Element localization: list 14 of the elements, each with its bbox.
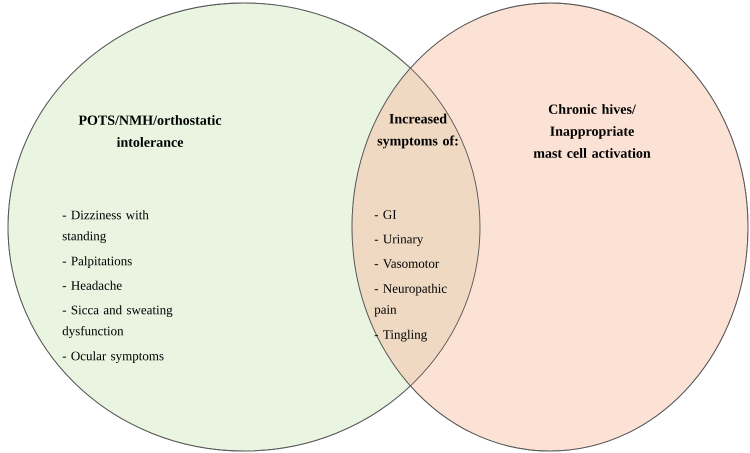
list-item: - Urinary [374,234,424,246]
list-item: - Vasomotor [374,259,440,268]
overlap-heading: Increased symptoms of: [378,114,458,148]
list-item: - Tingling [374,330,427,342]
venn-circle [352,2,748,452]
list-item: - Sicca and sweating dysfunction [62,305,172,338]
list-item: - Dizziness with standing [62,210,149,244]
list-item: - Palpitations [62,256,132,268]
list-item: - GI [374,210,396,219]
circle-heading: Chronic hives/ Inappropriate mast cell activation [534,104,650,158]
list-item: - Headache [62,280,122,290]
list-item: - Ocular symptoms [62,351,164,364]
list-item: - Neuropathic pain [374,284,447,316]
circle-heading: POTS/NMH/orthostatic intolerance [78,115,222,147]
